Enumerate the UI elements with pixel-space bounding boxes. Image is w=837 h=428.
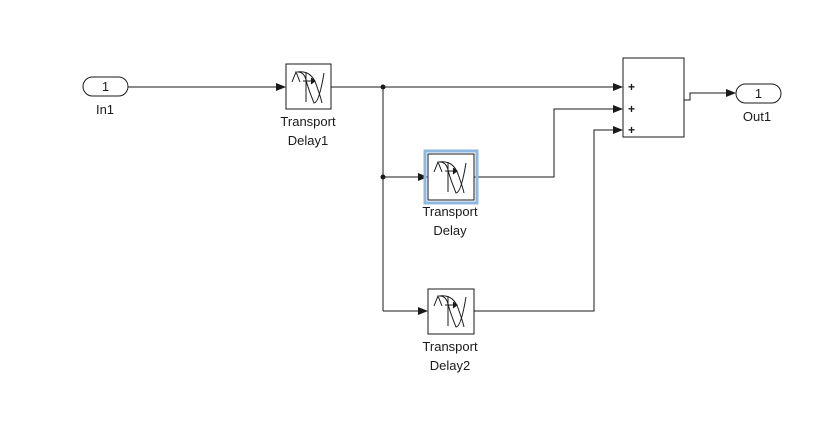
inport-label: In1 xyxy=(96,102,114,117)
transport-delay1-body[interactable] xyxy=(285,63,332,110)
transport-delay-body[interactable] xyxy=(427,153,475,201)
transport-delay1-label-line2: Delay1 xyxy=(288,133,328,148)
outport-out1[interactable]: 1 Out1 xyxy=(735,83,782,124)
inport-number: 1 xyxy=(102,79,109,94)
sum-sign-3: + xyxy=(628,123,635,137)
inport-shape[interactable] xyxy=(82,76,129,97)
transport-delay-icon xyxy=(291,70,325,104)
block-sum[interactable]: + + + xyxy=(622,57,685,138)
transport-delay-label-line2: Delay xyxy=(433,223,467,238)
branch-point-top xyxy=(380,84,386,90)
signal-lines xyxy=(128,83,736,315)
signal-delay-to-sum-middle[interactable] xyxy=(474,105,623,178)
inport-in1[interactable]: 1 In1 xyxy=(82,76,129,117)
transport-delay2-label-line2: Delay2 xyxy=(430,358,470,373)
sum-body[interactable] xyxy=(622,57,685,138)
sum-sign-1: + xyxy=(628,80,635,94)
outport-shape[interactable] xyxy=(735,83,782,104)
signal-sum-to-out1[interactable] xyxy=(684,89,736,101)
outport-label: Out1 xyxy=(743,109,771,124)
transport-delay2-body[interactable] xyxy=(427,288,475,335)
selection-highlight xyxy=(423,149,479,205)
block-transport-delay1[interactable]: Transport Delay1 xyxy=(280,63,336,148)
sum-sign-2: + xyxy=(628,102,635,116)
transport-delay-icon xyxy=(433,160,467,194)
transport-delay1-label-line1: Transport xyxy=(280,114,336,129)
branch-point-middle xyxy=(380,174,386,180)
outport-number: 1 xyxy=(755,86,762,101)
transport-delay-icon xyxy=(433,294,467,328)
signal-delay2-to-sum-bottom[interactable] xyxy=(474,126,623,312)
block-transport-delay2[interactable]: Transport Delay2 xyxy=(422,288,478,373)
transport-delay-label-line1: Transport xyxy=(422,204,478,219)
transport-delay2-label-line1: Transport xyxy=(422,339,478,354)
block-transport-delay[interactable]: Transport Delay xyxy=(422,149,479,238)
